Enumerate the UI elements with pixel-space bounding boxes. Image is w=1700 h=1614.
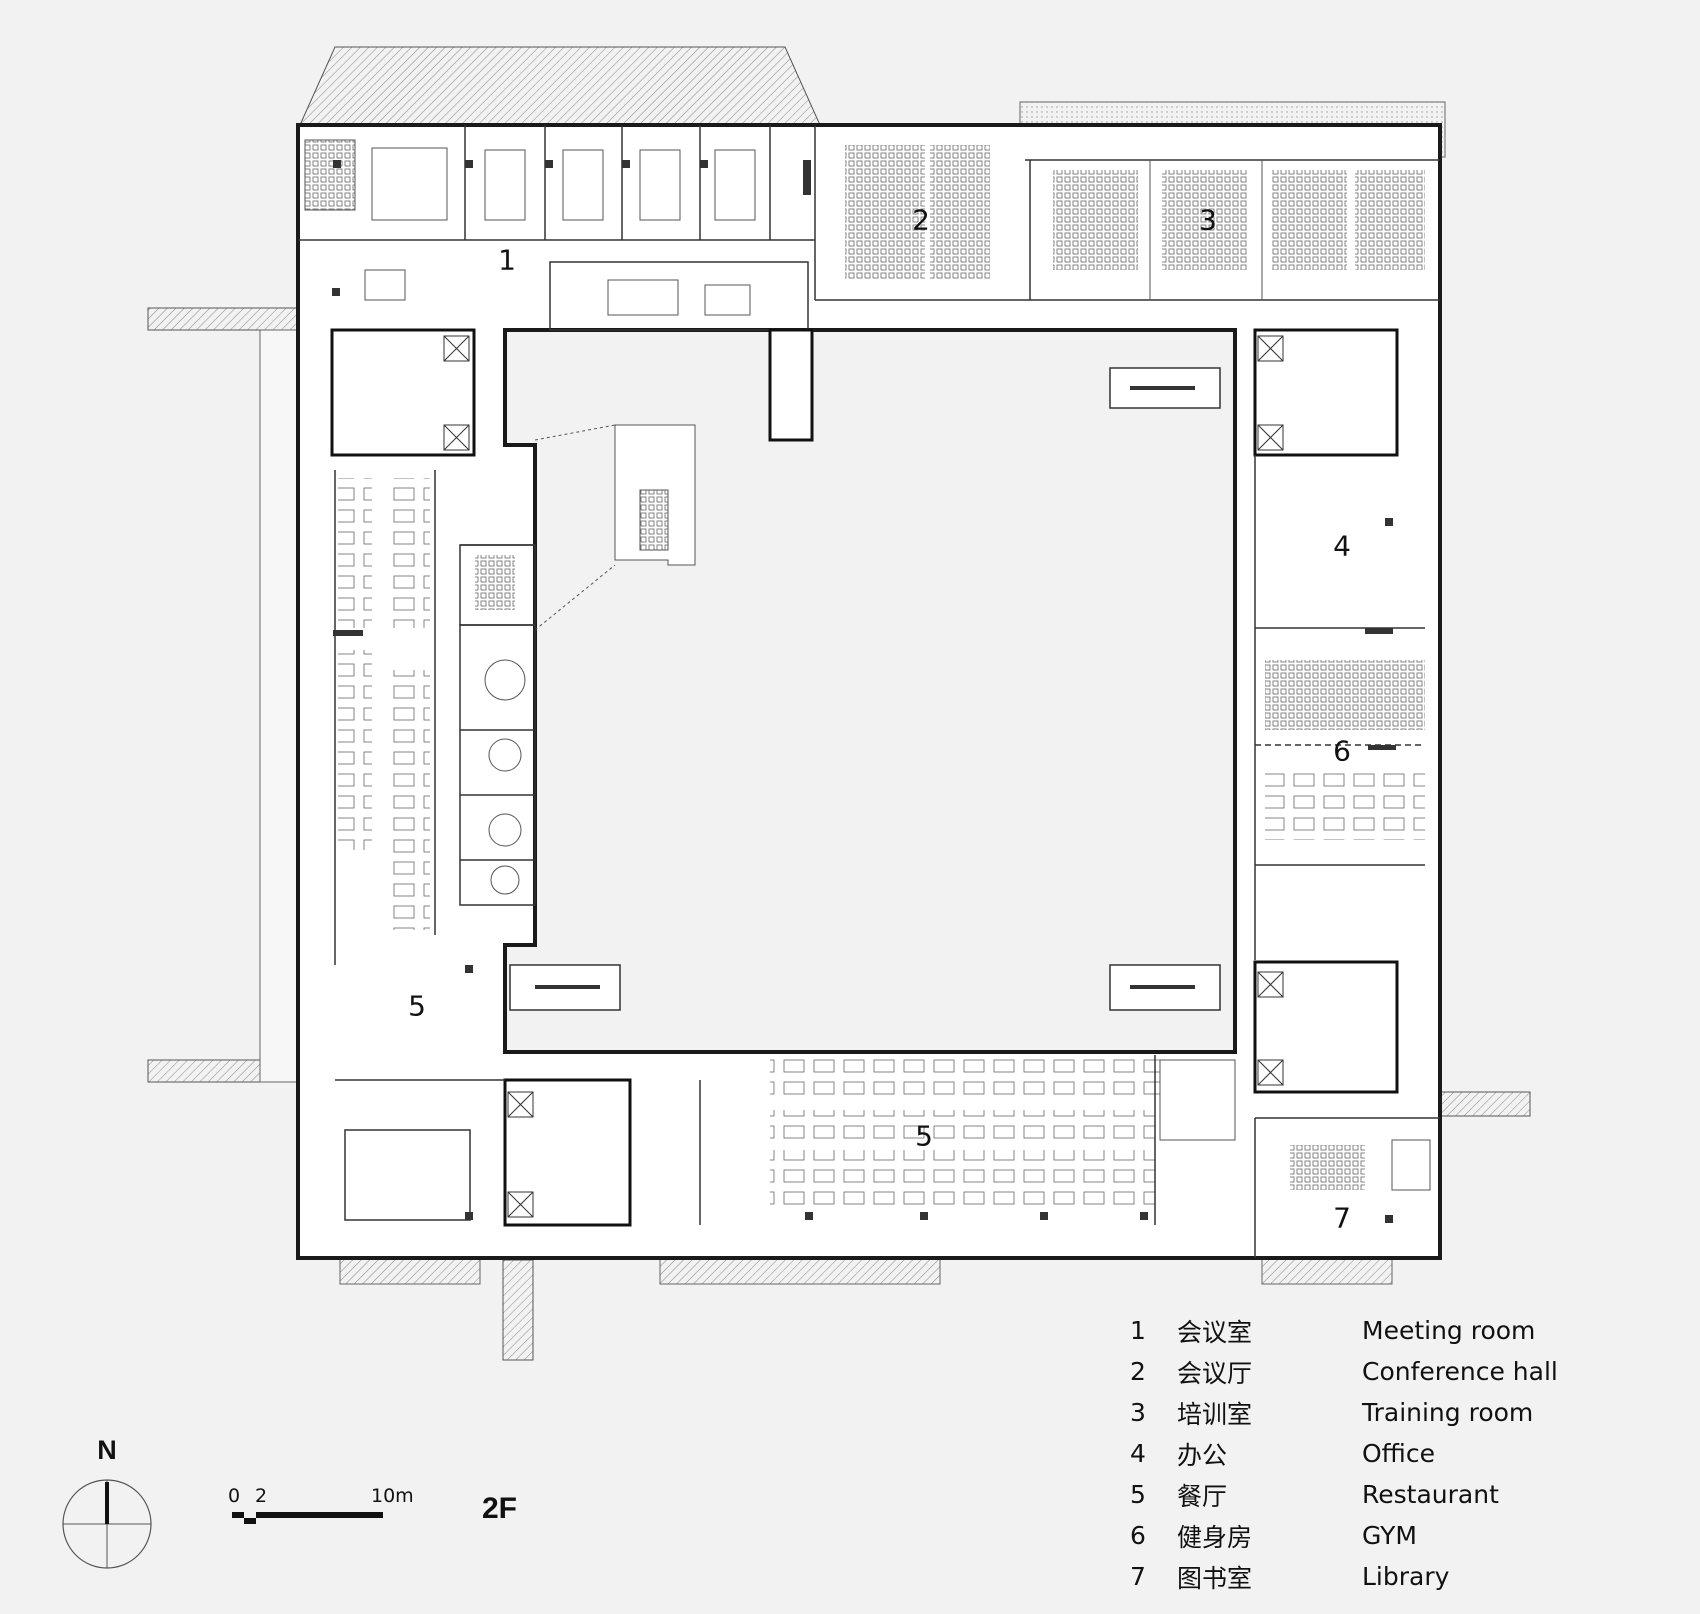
legend-row: 3 培训室 Training room <box>1130 1392 1690 1433</box>
north-label: N <box>97 1435 117 1465</box>
scale-ten: 10m <box>371 1485 414 1507</box>
bridge-east <box>1439 1091 1531 1117</box>
legend-number: 4 <box>1130 1439 1146 1468</box>
meeting-tables <box>304 139 756 316</box>
legend-english: Training room <box>1362 1398 1534 1427</box>
north-wing-partitions <box>298 125 1440 331</box>
bridge-south <box>502 1259 534 1361</box>
legend-number: 6 <box>1130 1521 1146 1550</box>
legend-english: Restaurant <box>1362 1480 1499 1509</box>
legend-row: 7 图书室 Library <box>1130 1556 1690 1597</box>
north-arrow: N <box>60 1435 154 1575</box>
legend-chinese: 会议室 <box>1177 1317 1253 1347</box>
compass-icon <box>62 1479 152 1569</box>
structural-columns <box>332 160 1396 1223</box>
legend-row: 4 办公 Office <box>1130 1433 1690 1474</box>
legend-chinese: 餐厅 <box>1177 1481 1228 1511</box>
scale-bar-graphic <box>232 1512 383 1524</box>
southwest-room <box>335 1079 505 1221</box>
south-restaurant <box>699 1055 1236 1225</box>
east-partitions <box>1254 455 1440 1258</box>
legend-number: 7 <box>1130 1562 1146 1591</box>
floor-label: 2F <box>482 1492 518 1525</box>
south-edge-hatch-2 <box>659 1257 941 1285</box>
legend-chinese: 健身房 <box>1177 1522 1253 1552</box>
cores <box>330 328 1399 1227</box>
legend-english: Conference hall <box>1362 1357 1558 1386</box>
legend-number: 5 <box>1130 1480 1146 1509</box>
legend-row: 1 会议室 Meeting room <box>1130 1310 1690 1351</box>
library-furniture <box>1290 1139 1431 1191</box>
room-label-1: 1 <box>498 243 516 277</box>
legend-row: 6 健身房 GYM <box>1130 1515 1690 1556</box>
legend-chinese: 图书室 <box>1177 1563 1253 1593</box>
room-label-5-west: 5 <box>408 989 426 1023</box>
roof-canopy-north <box>299 46 821 126</box>
legend-english: Office <box>1362 1439 1435 1468</box>
west-tables <box>338 478 526 930</box>
scale-bar: 0 2 10m <box>228 1485 428 1530</box>
room-label-2: 2 <box>912 203 930 237</box>
room-label-6: 6 <box>1333 734 1351 768</box>
bridge-west-upper <box>147 307 299 331</box>
south-edge-hatch-3 <box>1261 1257 1393 1285</box>
room-label-3: 3 <box>1199 203 1217 237</box>
south-edge-hatch-1 <box>339 1257 481 1285</box>
legend-number: 3 <box>1130 1398 1146 1427</box>
legend-chinese: 办公 <box>1177 1440 1228 1470</box>
west-restaurant <box>334 470 536 965</box>
courtyard-stairs <box>509 367 1221 1011</box>
legend-number: 1 <box>1130 1316 1146 1345</box>
scale-zero: 0 <box>228 1485 241 1507</box>
gym-equipment <box>1265 660 1425 840</box>
conference-seating <box>845 145 990 280</box>
room-label-7: 7 <box>1333 1201 1351 1235</box>
room-label-5-south: 5 <box>915 1119 933 1153</box>
training-seating <box>1053 160 1425 300</box>
legend-row: 2 会议厅 Conference hall <box>1130 1351 1690 1392</box>
legend-english: Meeting room <box>1362 1316 1536 1345</box>
legend: 1 会议室 Meeting room 2 会议厅 Conference hall… <box>1130 1310 1690 1597</box>
ramp-west <box>259 329 299 1083</box>
legend-chinese: 会议厅 <box>1177 1358 1253 1388</box>
detail-callout <box>534 424 696 631</box>
room-label-4: 4 <box>1333 529 1351 563</box>
elevator-marks <box>443 335 1284 1218</box>
legend-chinese: 培训室 <box>1177 1399 1253 1429</box>
legend-row: 5 餐厅 Restaurant <box>1130 1474 1690 1515</box>
scale-two: 2 <box>255 1485 268 1507</box>
legend-english: GYM <box>1362 1521 1417 1550</box>
legend-english: Library <box>1362 1562 1450 1591</box>
legend-number: 2 <box>1130 1357 1146 1386</box>
